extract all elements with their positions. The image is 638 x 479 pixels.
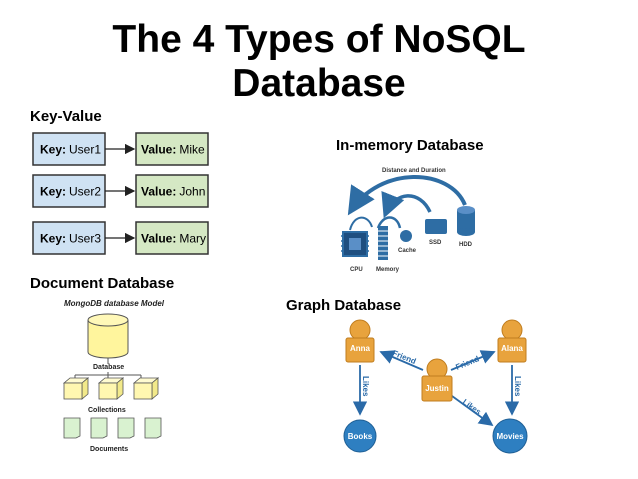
big-arc-arrow <box>347 175 467 216</box>
kv-value-box-3 <box>135 221 209 255</box>
item-node-books: Books <box>343 419 377 453</box>
kv-value-1: Value:Mike <box>141 143 205 157</box>
edge-label-friend-left: Friend <box>391 349 417 367</box>
node-label-anna: Anna <box>350 344 371 353</box>
hdd-icon <box>457 206 475 236</box>
in-memory-heading: In-memory Database <box>336 137 484 154</box>
memory-label: Memory <box>376 267 400 273</box>
edge-justin-anna <box>379 350 424 371</box>
kv-row-2: Key:User2 Value:John <box>32 174 209 208</box>
kv-key-box-2 <box>32 174 106 208</box>
document-icon-1 <box>63 417 81 439</box>
kv-key-1: Key:User1 <box>40 143 101 157</box>
hdd-label: HDD <box>459 242 473 248</box>
main-title: The 4 Types of NoSQL Database <box>0 18 638 106</box>
collection-cube-2 <box>97 377 125 400</box>
cache-icon <box>400 230 412 242</box>
document-heading: Document Database <box>30 275 175 292</box>
kv-key-3: Key:User3 <box>40 232 101 246</box>
cpu-label: CPU <box>350 267 363 273</box>
small-arc-arrow <box>376 216 402 229</box>
ssd-icon <box>425 219 447 234</box>
document-illustration: MongoDB database Model Database <box>62 299 165 453</box>
database-label: Database <box>93 364 124 371</box>
title-line-1: The 4 Types of NoSQL <box>112 18 526 61</box>
node-label-books: Books <box>348 432 373 441</box>
edge-label-likes-right: Likes <box>513 376 522 397</box>
edge-justin-movies <box>451 395 494 427</box>
graph-heading: Graph Database <box>286 297 402 314</box>
edge-label-likes-mid: Likes <box>461 397 483 417</box>
distance-duration-label: Distance and Duration <box>382 168 446 174</box>
cache-label: Cache <box>398 248 417 254</box>
node-label-justin: Justin <box>425 384 449 393</box>
in-memory-illustration: Distance and Duration CPU Memory Cache <box>341 168 475 273</box>
person-node-alana: Alana <box>497 319 527 363</box>
kv-key-2: Key:User2 <box>40 185 101 199</box>
memory-icon <box>378 226 388 260</box>
graph-illustration: Friend Friend Likes Likes Likes Anna Jus… <box>343 319 528 454</box>
collections-label: Collections <box>88 407 126 414</box>
kv-value-2: Value:John <box>141 185 205 199</box>
key-value-heading: Key-Value <box>30 108 102 125</box>
node-label-movies: Movies <box>496 432 524 441</box>
edge-label-friend-right: Friend <box>454 354 480 372</box>
kv-value-3: Value:Mary <box>141 232 206 246</box>
kv-row-1: Key:User1 Value:Mike <box>32 132 209 166</box>
item-node-movies: Movies <box>492 418 528 454</box>
kv-row-3: Key:User3 Value:Mary <box>32 221 209 255</box>
document-icon-4 <box>144 417 162 439</box>
kv-value-box-1 <box>135 132 209 166</box>
document-icon-3 <box>117 417 135 439</box>
documents-label: Documents <box>90 446 128 453</box>
document-icon-2 <box>90 417 108 439</box>
tiny-arc-arrow <box>349 216 373 231</box>
edge-label-likes-left: Likes <box>361 376 370 397</box>
collection-cube-1 <box>62 377 90 400</box>
collection-cube-3 <box>132 377 160 400</box>
db-connectors <box>74 358 142 378</box>
database-cylinder-icon <box>87 313 129 359</box>
title-line-2: Database <box>232 62 406 105</box>
edge-justin-alana <box>450 350 496 371</box>
mid-arc-arrow <box>381 190 432 219</box>
cpu-icon <box>341 231 369 257</box>
node-label-alana: Alana <box>501 344 523 353</box>
person-node-justin: Justin <box>421 358 453 402</box>
mongodb-model-label: MongoDB database Model <box>64 299 165 308</box>
kv-value-box-2 <box>135 174 209 208</box>
ssd-label: SSD <box>429 240 442 246</box>
person-node-anna: Anna <box>345 319 375 363</box>
